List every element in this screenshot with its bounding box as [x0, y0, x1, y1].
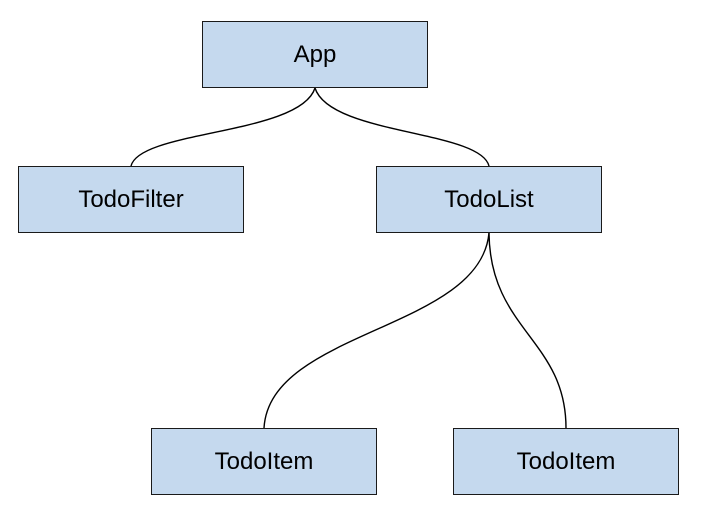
node-todo-list: TodoList: [376, 166, 602, 233]
node-todo-filter: TodoFilter: [18, 166, 244, 233]
node-todo-item-1: TodoItem: [151, 428, 377, 495]
edge-app-to-todo-filter: [130, 87, 316, 167]
node-todo-item-2: TodoItem: [453, 428, 679, 495]
node-todo-item-1-label: TodoItem: [214, 447, 314, 475]
edge-todo-list-to-todo-item-1: [263, 232, 490, 429]
edge-todo-list-to-todo-item-2: [488, 232, 567, 429]
node-todo-item-2-label: TodoItem: [516, 447, 616, 475]
node-todo-list-label: TodoList: [444, 185, 534, 213]
edge-app-to-todo-list: [314, 87, 490, 167]
node-app-label: App: [293, 40, 337, 68]
node-app: App: [202, 21, 428, 88]
node-todo-filter-label: TodoFilter: [78, 185, 184, 213]
